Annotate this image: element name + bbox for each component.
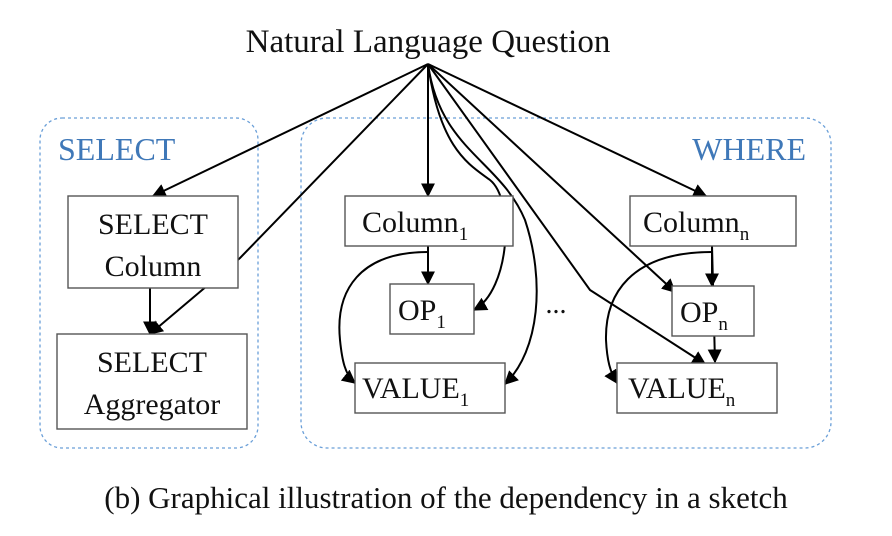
select-group-label: SELECT [58,131,176,167]
select-column-label-line1: SELECT [98,208,208,241]
select-group-box [39,117,259,449]
op-n-main: OP [680,296,718,329]
where-group-label: WHERE [692,131,806,167]
op-1-box [389,283,475,335]
column-n-label: Columnn [643,206,750,245]
value-n-label: VALUEn [628,372,736,411]
edge-question-opn [427,63,677,293]
edge-question-columnn [427,63,708,197]
edge-question-op1 [427,63,507,311]
edge-question-select-aggregator [148,63,429,335]
column-1-main: Column [362,206,459,239]
ellipsis-label: ... [546,289,567,320]
op-n-box [671,285,755,337]
value-n-main: VALUE [628,372,726,405]
value-1-box [354,362,506,414]
column-1-label: Column1 [362,206,468,245]
value-1-main: VALUE [362,372,460,405]
op-1-main: OP [398,294,436,327]
column-1-sub: 1 [459,224,469,245]
edge-column1-value1 [338,251,429,384]
select-aggregator-label-line1: SELECT [97,346,207,379]
value-n-box [616,362,778,414]
op-1-sub: 1 [436,312,446,333]
edge-columnn-valuen [604,251,713,385]
column-n-sub: n [740,224,750,245]
figure-caption: (b) Graphical illustration of the depend… [104,480,788,515]
question-edges [148,63,708,385]
op-n-sub: n [718,314,728,335]
edge-question-select-column [151,63,429,197]
op-n-label: OPn [680,296,728,335]
internal-edges [143,245,722,385]
op-1-label: OP1 [398,294,446,333]
value-n-sub: n [726,390,736,411]
select-column-label-line2: Column [105,250,202,283]
column-1-box [344,195,514,247]
where-group-box [300,117,832,449]
column-n-main: Column [643,206,740,239]
column-n-box [629,195,797,247]
select-column-box [67,195,239,289]
edge-question-valuen [427,63,707,365]
question-title: Natural Language Question [246,24,611,60]
select-aggregator-box [56,333,248,430]
value-1-sub: 1 [460,390,470,411]
value-1-label: VALUE1 [362,372,469,411]
select-aggregator-label-line2: Aggregator [84,388,221,421]
edge-question-value1 [427,63,538,385]
